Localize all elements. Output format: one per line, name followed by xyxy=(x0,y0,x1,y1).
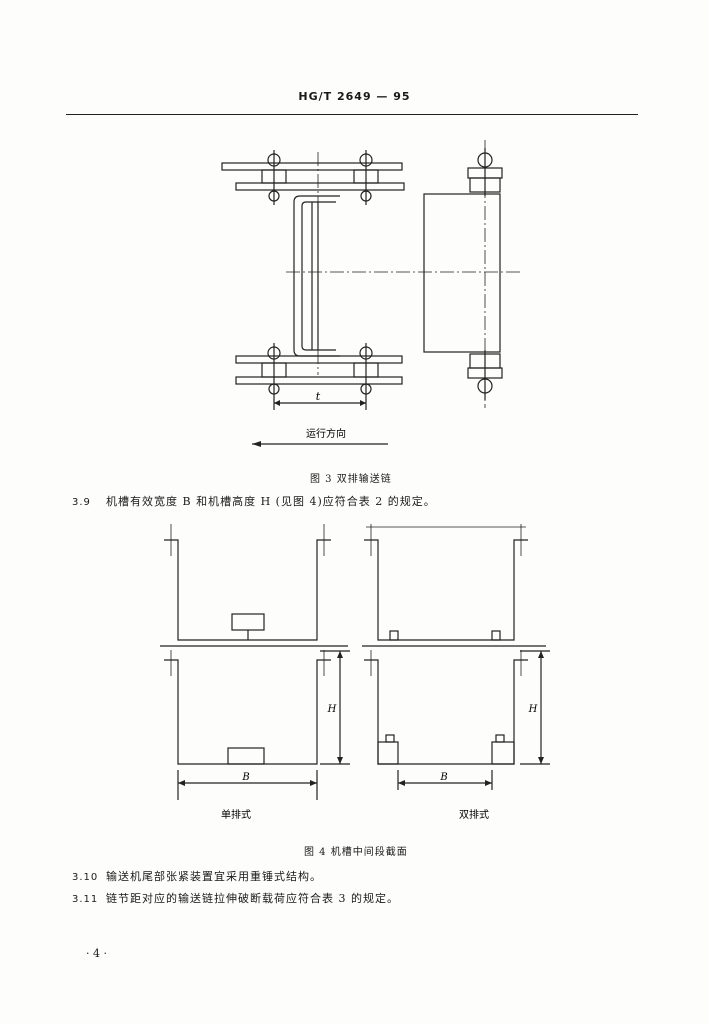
figure-4-drawing: B H B H 单排式 双排式 xyxy=(160,524,550,821)
clause-3-11: 3.11 链节距对应的输送链拉伸破断载荷应符合表 3 的规定。 xyxy=(72,890,399,906)
standard-header: HG/T 2649 — 95 xyxy=(298,90,411,103)
header-rule xyxy=(66,114,638,115)
figure-4-caption: 图 4 机槽中间段截面 xyxy=(304,847,408,858)
single-row-name: 单排式 xyxy=(221,808,251,821)
double-row-name: 双排式 xyxy=(459,808,489,821)
clause-3-9: 3.9 机槽有效宽度 B 和机槽高度 H (见图 4)应符合表 2 的规定。 xyxy=(72,493,436,509)
page-number: · 4 · xyxy=(86,947,107,960)
double-width-label: B xyxy=(439,772,447,783)
single-height-label: H xyxy=(327,704,337,715)
clause-text: 链节距对应的输送链拉伸破断载荷应符合表 3 的规定。 xyxy=(106,892,399,905)
clause-number: 3.11 xyxy=(72,894,99,905)
pitch-label: t xyxy=(316,390,321,403)
clause-3-10: 3.10 输送机尾部张紧装置宜采用重锤式结构。 xyxy=(72,868,322,884)
double-height-label: H xyxy=(528,704,538,715)
clause-text: 机槽有效宽度 B 和机槽高度 H (见图 4)应符合表 2 的规定。 xyxy=(106,495,436,508)
clause-number: 3.9 xyxy=(72,497,91,508)
figure-3-caption: 图 3 双排输送链 xyxy=(310,474,392,485)
figure-3-drawing: t 运行方向 xyxy=(221,140,520,447)
direction-label: 运行方向 xyxy=(306,427,346,440)
clause-number: 3.10 xyxy=(72,872,99,883)
single-width-label: B xyxy=(241,772,249,783)
clause-text: 输送机尾部张紧装置宜采用重锤式结构。 xyxy=(106,870,322,883)
